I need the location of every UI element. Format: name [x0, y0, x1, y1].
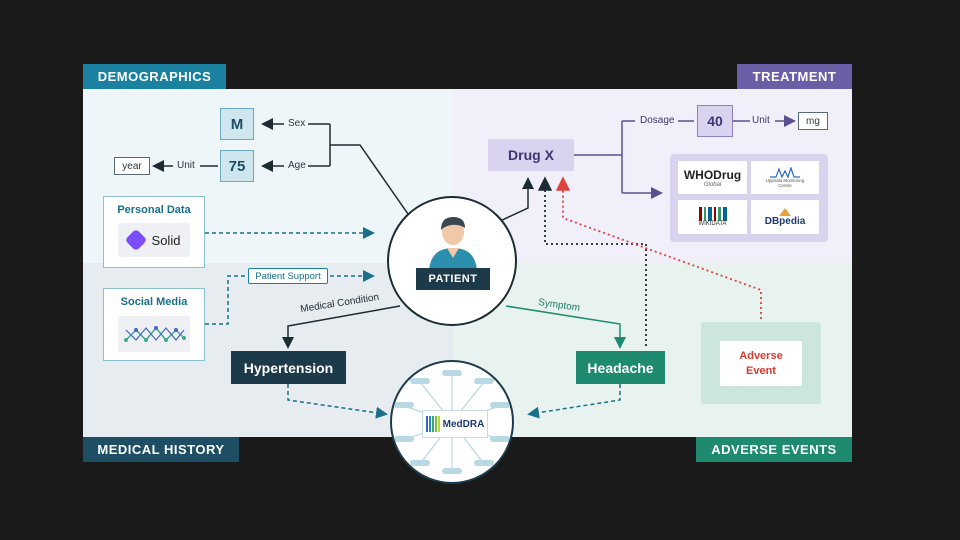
treatment-tab: TREATMENT [737, 64, 852, 89]
adverse-event-box: Adverse Event [720, 341, 802, 386]
sex-value: M [220, 108, 254, 140]
whodrug-logo: WHODrug Global [678, 161, 747, 194]
social-media-title: Social Media [120, 296, 188, 308]
dbpedia-logo-icon [779, 207, 791, 216]
drug-box: Drug X [488, 139, 574, 171]
whodrug-logo-text: WHODrug [683, 167, 742, 182]
age-value: 75 [220, 150, 254, 182]
social-network-icon [118, 316, 190, 352]
social-media-card: Social Media [103, 288, 205, 361]
dosage-value: 40 [697, 105, 733, 137]
umc-logo-icon [770, 166, 800, 179]
patient-support-label: Patient Support [248, 268, 328, 284]
hypertension-box: Hypertension [231, 351, 346, 384]
meddra-label: MedDRA [442, 418, 485, 430]
dose-unit-label: Unit [752, 115, 770, 126]
headache-box: Headache [576, 351, 665, 384]
solid-logo-icon [124, 228, 147, 252]
dbpedia-logo: DBpedia [751, 200, 819, 234]
age-label: Age [288, 160, 306, 171]
personal-data-title: Personal Data [117, 204, 191, 216]
wikidata-barcode-icon [698, 207, 727, 221]
dbpedia-logo-text: DBpedia [764, 215, 806, 227]
patient-label: PATIENT [416, 268, 490, 290]
adverse-events-tab: ADVERSE EVENTS [696, 437, 852, 462]
demographics-tab: DEMOGRAPHICS [83, 64, 226, 89]
dosage-label: Dosage [640, 115, 675, 126]
solid-logo: Solid [118, 223, 190, 257]
wikidata-logo-text: WIKIDATA [698, 221, 727, 227]
umc-logo-text: Uppsala Monitoring Centre [765, 177, 805, 188]
meddra-logo: MedDRA [422, 410, 488, 438]
umc-logo: Uppsala Monitoring Centre [751, 161, 819, 194]
solid-label: Solid [151, 232, 181, 248]
patient-avatar-icon [429, 217, 477, 270]
meddra-node: MedDRA [390, 360, 514, 484]
personal-data-card: Personal Data Solid [103, 196, 205, 268]
meddra-logo-icon [425, 416, 440, 432]
age-unit-label: Unit [177, 160, 195, 171]
age-unit-value: year [114, 157, 150, 175]
wikidata-logo: WIKIDATA [678, 200, 747, 234]
dose-unit-value: mg [798, 112, 828, 130]
whodrug-logo-subtitle: Global [703, 181, 722, 188]
medical-history-tab: MEDICAL HISTORY [83, 437, 239, 462]
sex-label: Sex [288, 118, 306, 129]
